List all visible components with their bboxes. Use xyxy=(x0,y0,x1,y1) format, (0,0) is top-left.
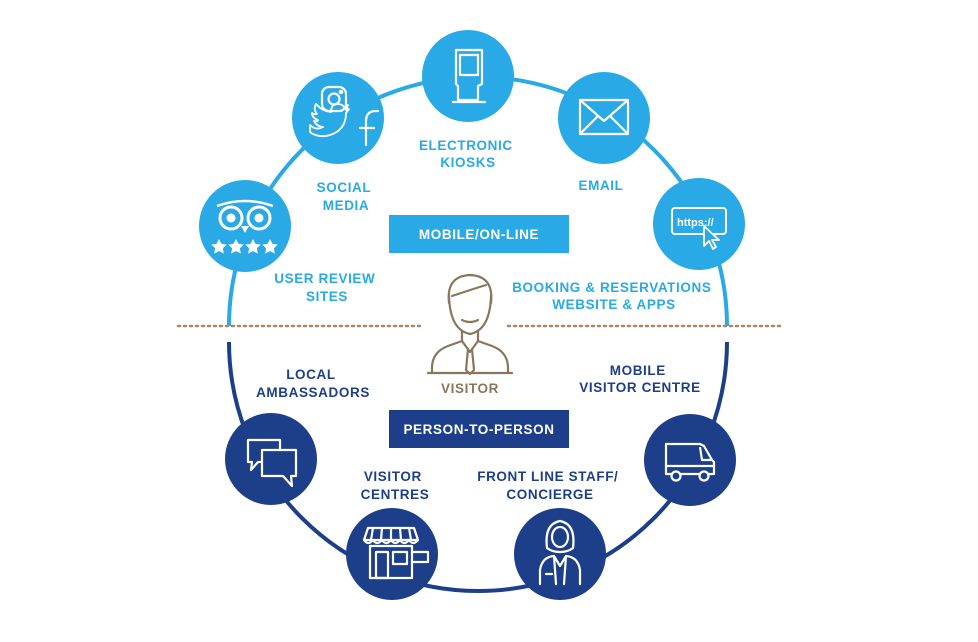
mobile-visitor-centre-node xyxy=(644,414,736,506)
storefront-icon xyxy=(362,526,430,580)
person-in-suit-icon xyxy=(426,273,514,376)
browser-url-text: https:// xyxy=(677,217,714,229)
browser-https-icon: https:// xyxy=(671,207,727,250)
booking-node: https:// xyxy=(653,178,745,270)
visitor-centres-label: VISITOR CENTRES xyxy=(361,469,430,502)
instagram-icon xyxy=(320,85,348,113)
person-to-person-badge-text: PERSON-TO-PERSON xyxy=(403,422,554,437)
owl-review-icon xyxy=(211,199,278,254)
van-icon xyxy=(664,442,716,482)
star-rating-icon xyxy=(211,239,278,254)
visitor-figure: VISITOR xyxy=(426,273,514,396)
concierge-woman-icon xyxy=(538,519,582,586)
social-media-icon xyxy=(309,85,380,147)
visitor-label: VISITOR xyxy=(441,381,499,396)
user-review-node xyxy=(199,180,291,272)
social-media-node xyxy=(292,72,384,164)
facebook-icon xyxy=(358,109,380,147)
local-ambassadors-label: LOCAL AMBASSADORS xyxy=(256,367,370,400)
kiosk-icon xyxy=(452,48,486,104)
front-line-staff-node xyxy=(514,508,606,600)
email-label: EMAIL xyxy=(579,178,624,193)
user-review-label: USER REVIEW SITES xyxy=(274,271,379,304)
mobile-online-badge: MOBILE/ON-LINE xyxy=(389,215,569,253)
chat-bubbles-icon xyxy=(246,438,298,488)
social-media-label: SOCIAL MEDIA xyxy=(317,180,376,213)
person-to-person-badge: PERSON-TO-PERSON xyxy=(389,410,569,448)
envelope-icon xyxy=(578,98,630,136)
local-ambassadors-node xyxy=(225,413,317,505)
kiosks-label: ELECTRONIC KIOSKS xyxy=(419,138,517,170)
visitor-centres-node xyxy=(346,508,438,600)
front-line-staff-label: FRONT LINE STAFF/ CONCIERGE xyxy=(477,469,623,502)
email-node xyxy=(558,72,650,164)
kiosk-node xyxy=(422,30,514,122)
mobile-visitor-centre-label: MOBILE VISITOR CENTRE xyxy=(579,363,700,395)
mobile-online-badge-text: MOBILE/ON-LINE xyxy=(419,227,539,242)
booking-label: BOOKING & RESERVATIONS WEBSITE & APPS xyxy=(512,280,716,312)
twitter-icon xyxy=(309,103,350,138)
